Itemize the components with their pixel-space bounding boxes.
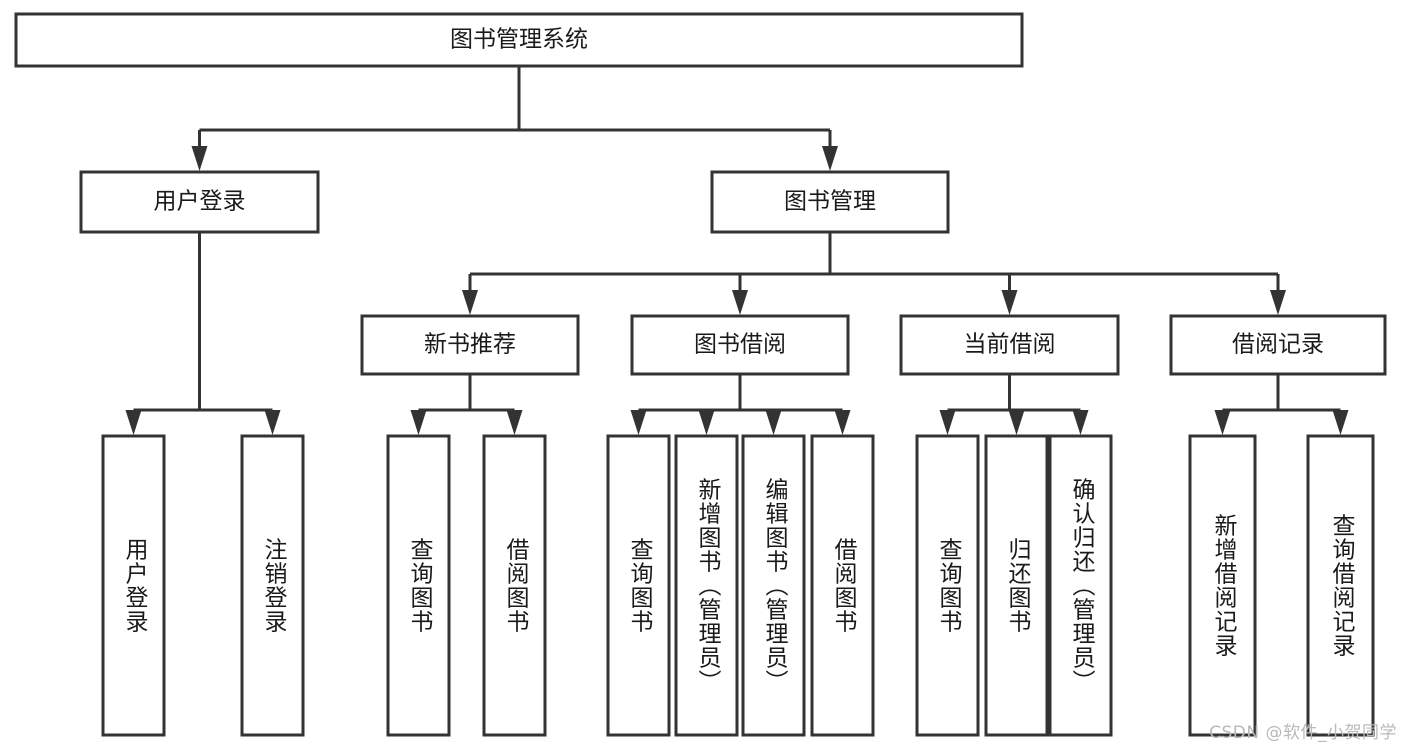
node-label-leaf-confirm-return: 确认归还（管理员） (1068, 478, 1096, 694)
node-label-leaf-borrow-book-recommend: 借阅图书 (502, 538, 530, 634)
node-leaf-logout[interactable]: 注销登录 (240, 434, 305, 737)
node-label-leaf-query-book-current: 查询图书 (935, 538, 963, 634)
arrow-head-icon (939, 410, 956, 435)
arrow-head-icon (698, 410, 715, 435)
node-label-borrow-record: 借阅记录 (1232, 332, 1324, 358)
connector-group-current-borrow (939, 374, 1089, 435)
node-box-leaf-query-book-recommend[interactable] (386, 434, 451, 737)
arrow-head-icon (191, 146, 208, 171)
node-leaf-add-book[interactable]: 新增图书（管理员） (674, 434, 739, 737)
node-book-manage[interactable]: 图书管理 (710, 170, 950, 234)
arrow-head-icon (1214, 410, 1231, 435)
node-current-borrow[interactable]: 当前借阅 (899, 314, 1120, 376)
arrow-head-icon (1072, 410, 1089, 435)
node-box-leaf-add-borrow-record[interactable] (1188, 434, 1257, 737)
arrow-head-icon (630, 410, 647, 435)
node-label-leaf-return-book: 归还图书 (1004, 538, 1032, 634)
arrow-head-icon (410, 410, 427, 435)
node-leaf-confirm-return[interactable]: 确认归还（管理员） (1048, 434, 1113, 737)
node-label-leaf-add-borrow-record: 新增借阅记录 (1210, 514, 1238, 658)
node-label-leaf-query-book-recommend: 查询图书 (406, 538, 434, 634)
node-label-leaf-query-book-borrow: 查询图书 (626, 538, 654, 634)
node-label-leaf-query-borrow-record: 查询借阅记录 (1328, 514, 1356, 658)
node-label-current-borrow: 当前借阅 (964, 332, 1056, 358)
node-box-leaf-logout[interactable] (240, 434, 305, 737)
arrow-head-icon (732, 290, 748, 315)
arrow-head-icon (822, 146, 838, 171)
arrow-head-icon (1332, 410, 1349, 435)
connector-group-new-book-recommend (410, 374, 523, 435)
node-label-book-manage: 图书管理 (784, 189, 876, 215)
node-label-leaf-user-login: 用户登录 (121, 538, 149, 634)
node-new-book-recommend[interactable]: 新书推荐 (360, 314, 580, 376)
node-label-leaf-add-book: 新增图书（管理员） (694, 478, 722, 694)
node-label-leaf-logout: 注销登录 (260, 538, 288, 634)
node-label-book-borrow: 图书借阅 (694, 332, 786, 358)
node-leaf-query-book-current[interactable]: 查询图书 (915, 434, 980, 737)
arrow-head-icon (1008, 410, 1025, 435)
node-box-book-manage[interactable] (710, 170, 950, 234)
connector-layer (125, 66, 1349, 435)
node-layer: 图书管理系统用户登录图书管理新书推荐图书借阅当前借阅借阅记录用户登录注销登录查询… (14, 12, 1387, 737)
node-box-leaf-query-book-borrow[interactable] (606, 434, 671, 737)
connector-group-user-login (125, 232, 281, 435)
arrow-head-icon (125, 410, 142, 435)
arrow-head-icon (834, 410, 851, 435)
arrow-head-icon (1001, 290, 1018, 315)
arrow-head-icon (462, 290, 478, 315)
connector-group-root (191, 66, 838, 171)
connector-group-book-manage (462, 232, 1286, 315)
node-box-borrow-record[interactable] (1169, 314, 1387, 376)
node-label-root: 图书管理系统 (450, 27, 588, 53)
arrow-head-icon (765, 410, 782, 435)
node-leaf-add-borrow-record[interactable]: 新增借阅记录 (1188, 434, 1257, 737)
connector-group-borrow-record (1214, 374, 1349, 435)
node-user-login[interactable]: 用户登录 (79, 170, 320, 234)
node-borrow-record[interactable]: 借阅记录 (1169, 314, 1387, 376)
node-box-leaf-confirm-return[interactable] (1048, 434, 1113, 737)
node-box-current-borrow[interactable] (899, 314, 1120, 376)
node-label-leaf-borrow-book: 借阅图书 (830, 538, 858, 634)
node-box-leaf-return-book[interactable] (984, 434, 1049, 737)
node-leaf-query-borrow-record[interactable]: 查询借阅记录 (1306, 434, 1375, 737)
node-leaf-edit-book[interactable]: 编辑图书（管理员） (741, 434, 806, 737)
connector-group-book-borrow (630, 374, 851, 435)
node-label-new-book-recommend: 新书推荐 (424, 332, 516, 358)
node-leaf-return-book[interactable]: 归还图书 (984, 434, 1049, 737)
arrow-head-icon (264, 410, 281, 435)
node-box-leaf-borrow-book-recommend[interactable] (482, 434, 547, 737)
node-leaf-query-book-borrow[interactable]: 查询图书 (606, 434, 671, 737)
arrow-head-icon (506, 410, 523, 435)
node-box-leaf-user-login[interactable] (101, 434, 166, 737)
arrow-head-icon (1270, 290, 1286, 315)
node-root[interactable]: 图书管理系统 (14, 12, 1024, 68)
node-box-leaf-borrow-book[interactable] (810, 434, 875, 737)
node-label-leaf-edit-book: 编辑图书（管理员） (761, 478, 789, 694)
node-box-user-login[interactable] (79, 170, 320, 234)
node-label-user-login: 用户登录 (154, 189, 246, 215)
node-leaf-borrow-book[interactable]: 借阅图书 (810, 434, 875, 737)
node-box-leaf-add-book[interactable] (674, 434, 739, 737)
node-box-book-borrow[interactable] (630, 314, 850, 376)
node-book-borrow[interactable]: 图书借阅 (630, 314, 850, 376)
node-box-leaf-query-borrow-record[interactable] (1306, 434, 1375, 737)
node-leaf-user-login[interactable]: 用户登录 (101, 434, 166, 737)
node-box-leaf-query-book-current[interactable] (915, 434, 980, 737)
node-box-new-book-recommend[interactable] (360, 314, 580, 376)
node-leaf-borrow-book-recommend[interactable]: 借阅图书 (482, 434, 547, 737)
node-leaf-query-book-recommend[interactable]: 查询图书 (386, 434, 451, 737)
node-box-leaf-edit-book[interactable] (741, 434, 806, 737)
node-box-root[interactable] (14, 12, 1024, 68)
